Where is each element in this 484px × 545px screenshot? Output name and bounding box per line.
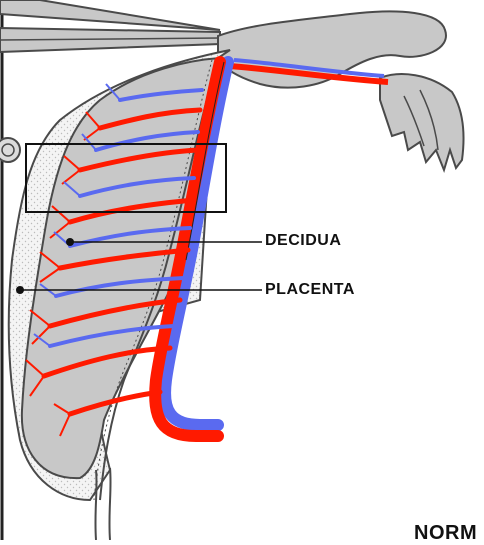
placenta-pointer-dot: [16, 286, 24, 294]
decidua-label: DECIDUA: [265, 232, 341, 250]
placenta-label: PLACENTA: [265, 281, 355, 299]
decidua-pointer-dot: [66, 238, 74, 246]
bottom-caption-partial: NORM: [414, 522, 477, 545]
fimbriae: [380, 74, 464, 170]
left-ovary-circle: [0, 138, 20, 162]
